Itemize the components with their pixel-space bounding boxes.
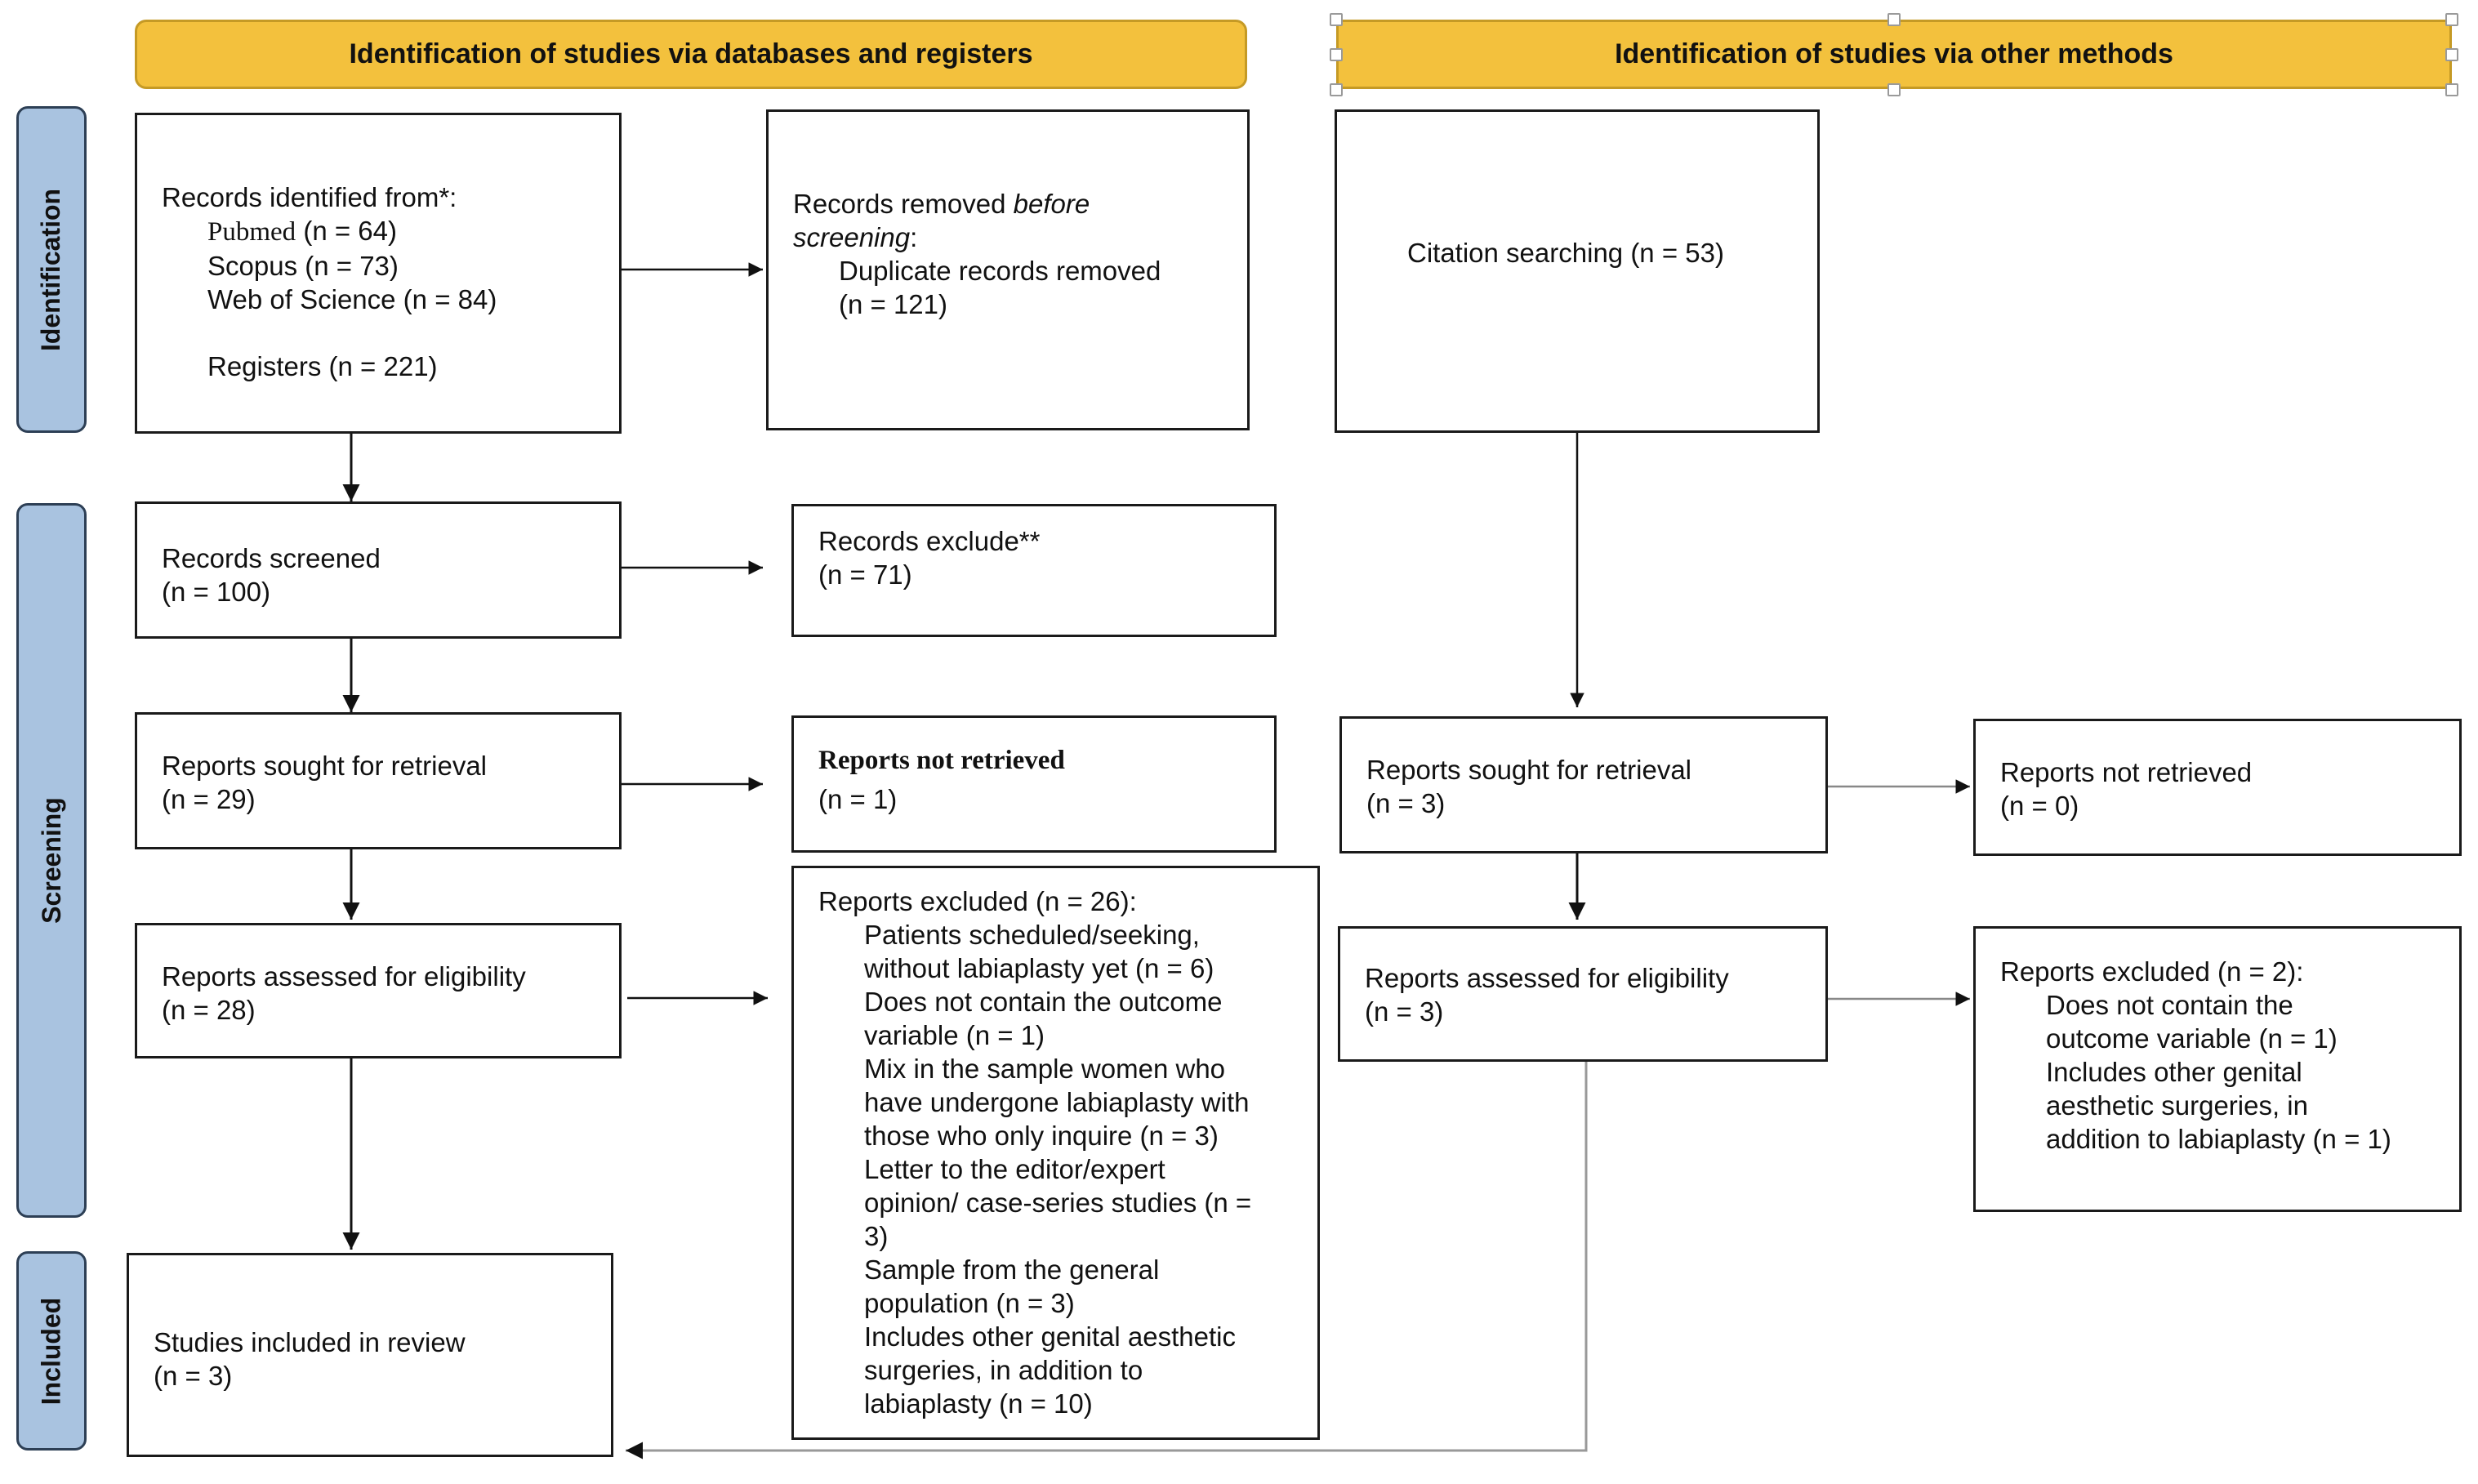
om-reports-assessed-count: (n = 3) [1365, 996, 1444, 1027]
selection-handle[interactable] [2445, 83, 2458, 96]
selection-handle[interactable] [1330, 83, 1343, 96]
records-excluded-count: (n = 71) [818, 559, 912, 590]
db-reports-assessed-title: Reports assessed for eligibility [162, 961, 526, 992]
studies-included-box: Studies included in review (n = 3) [127, 1253, 613, 1457]
om-reports-excluded-title: Reports excluded (n = 2): [2000, 956, 2304, 987]
db-reports-assessed-count: (n = 28) [162, 995, 256, 1025]
records-screened-count: (n = 100) [162, 577, 270, 607]
om-excluded-line: addition to labiaplasty (n = 1) [2046, 1124, 2391, 1154]
db-excluded-line: Letter to the editor/expert [864, 1154, 1165, 1184]
phase-identification: Identification [16, 106, 87, 433]
citation-searching-box: Citation searching (n = 53) [1335, 109, 1820, 433]
selection-handle[interactable] [2445, 48, 2458, 61]
duplicates-count: (n = 121) [839, 289, 947, 319]
selection-handle[interactable] [1330, 48, 1343, 61]
db-excluded-line: Sample from the general [864, 1254, 1160, 1285]
pubmed-name: Pubmed [207, 217, 296, 247]
records-removed-colon: : [910, 222, 918, 252]
studies-included-title: Studies included in review [154, 1327, 466, 1357]
records-excluded-title: Records exclude** [818, 526, 1041, 556]
duplicates-line: Duplicate records removed [839, 256, 1161, 286]
om-excluded-line: aesthetic surgeries, in [2046, 1090, 2308, 1121]
records-removed-line1: Records removed before [793, 187, 1247, 221]
om-reports-not-retrieved-count: (n = 0) [2000, 791, 2079, 821]
db-reports-sought-count: (n = 29) [162, 784, 256, 814]
db-reports-not-retrieved-count: (n = 1) [818, 784, 898, 814]
db-excluded-line: opinion/ case-series studies (n = [864, 1188, 1252, 1218]
records-removed-line2: screening: [793, 221, 1247, 254]
scopus-line: Scopus (n = 73) [207, 251, 399, 281]
db-excluded-line: population (n = 3) [864, 1288, 1075, 1318]
db-reports-sought-title: Reports sought for retrieval [162, 751, 488, 781]
registers-line: Registers (n = 221) [207, 351, 438, 381]
records-excluded-box: Records exclude** (n = 71) [791, 504, 1277, 637]
arrow-om-assessed-to-included [626, 1062, 1588, 1459]
db-excluded-line: labiaplasty (n = 10) [864, 1388, 1093, 1419]
om-reports-assessed-box: Reports assessed for eligibility (n = 3) [1338, 926, 1828, 1062]
db-excluded-line: 3) [864, 1221, 889, 1251]
om-reports-sought-count: (n = 3) [1366, 788, 1446, 818]
pubmed-line: Pubmed (n = 64) [162, 214, 619, 249]
db-excluded-line: those who only inquire (n = 3) [864, 1121, 1219, 1151]
records-screened-title: Records screened [162, 543, 381, 573]
records-removed-prefix: Records removed [793, 189, 1014, 219]
db-excluded-line: Does not contain the outcome [864, 987, 1223, 1017]
om-reports-not-retrieved-box: Reports not retrieved (n = 0) [1973, 719, 2462, 856]
records-identified-title: Records identified from*: [162, 182, 457, 212]
db-excluded-line: Mix in the sample women who [864, 1054, 1226, 1084]
om-reports-sought-title: Reports sought for retrieval [1366, 755, 1692, 785]
header-databases: Identification of studies via databases … [135, 20, 1247, 89]
phase-included: Included [16, 1251, 87, 1451]
db-excluded-line: have undergone labiaplasty with [864, 1087, 1250, 1117]
db-reports-not-retrieved-title: Reports not retrieved [818, 746, 1065, 775]
records-screened-box: Records screened (n = 100) [135, 501, 622, 639]
records-removed-before: before [1013, 189, 1090, 219]
om-reports-excluded-box: Reports excluded (n = 2): Does not conta… [1973, 926, 2462, 1212]
db-reports-assessed-box: Reports assessed for eligibility (n = 28… [135, 923, 622, 1058]
db-reports-not-retrieved-box: Reports not retrieved (n = 1) [791, 715, 1277, 853]
om-reports-assessed-title: Reports assessed for eligibility [1365, 963, 1729, 993]
om-reports-not-retrieved-title: Reports not retrieved [2000, 757, 2253, 787]
records-removed-box: Records removed before screening: Duplic… [766, 109, 1250, 430]
citation-searching-text: Citation searching (n = 53) [1407, 238, 1724, 268]
om-excluded-line: Does not contain the [2046, 990, 2293, 1020]
records-identified-box: Records identified from*: Pubmed (n = 64… [135, 113, 622, 434]
db-excluded-line: variable (n = 1) [864, 1020, 1045, 1050]
om-excluded-line: Includes other genital [2046, 1057, 2302, 1087]
wos-line: Web of Science (n = 84) [207, 284, 497, 314]
pubmed-count: (n = 64) [296, 216, 397, 246]
db-reports-excluded-title: Reports excluded (n = 26): [818, 886, 1137, 916]
phase-screening: Screening [16, 503, 87, 1218]
studies-included-count: (n = 3) [154, 1361, 233, 1391]
om-excluded-line: outcome variable (n = 1) [2046, 1023, 2338, 1054]
db-reports-sought-box: Reports sought for retrieval (n = 29) [135, 712, 622, 849]
selection-handle[interactable] [2445, 13, 2458, 26]
db-excluded-line: surgeries, in addition to [864, 1355, 1143, 1385]
db-excluded-line: without labiaplasty yet (n = 6) [864, 953, 1214, 983]
selection-handle[interactable] [1887, 83, 1901, 96]
db-reports-excluded-box: Reports excluded (n = 26): Patients sche… [791, 866, 1320, 1440]
records-removed-screening: screening [793, 222, 911, 252]
om-reports-sought-box: Reports sought for retrieval (n = 3) [1339, 716, 1828, 853]
db-excluded-line: Includes other genital aesthetic [864, 1321, 1236, 1352]
selection-handle[interactable] [1887, 13, 1901, 26]
selection-handle[interactable] [1330, 13, 1343, 26]
db-excluded-line: Patients scheduled/seeking, [864, 920, 1200, 950]
